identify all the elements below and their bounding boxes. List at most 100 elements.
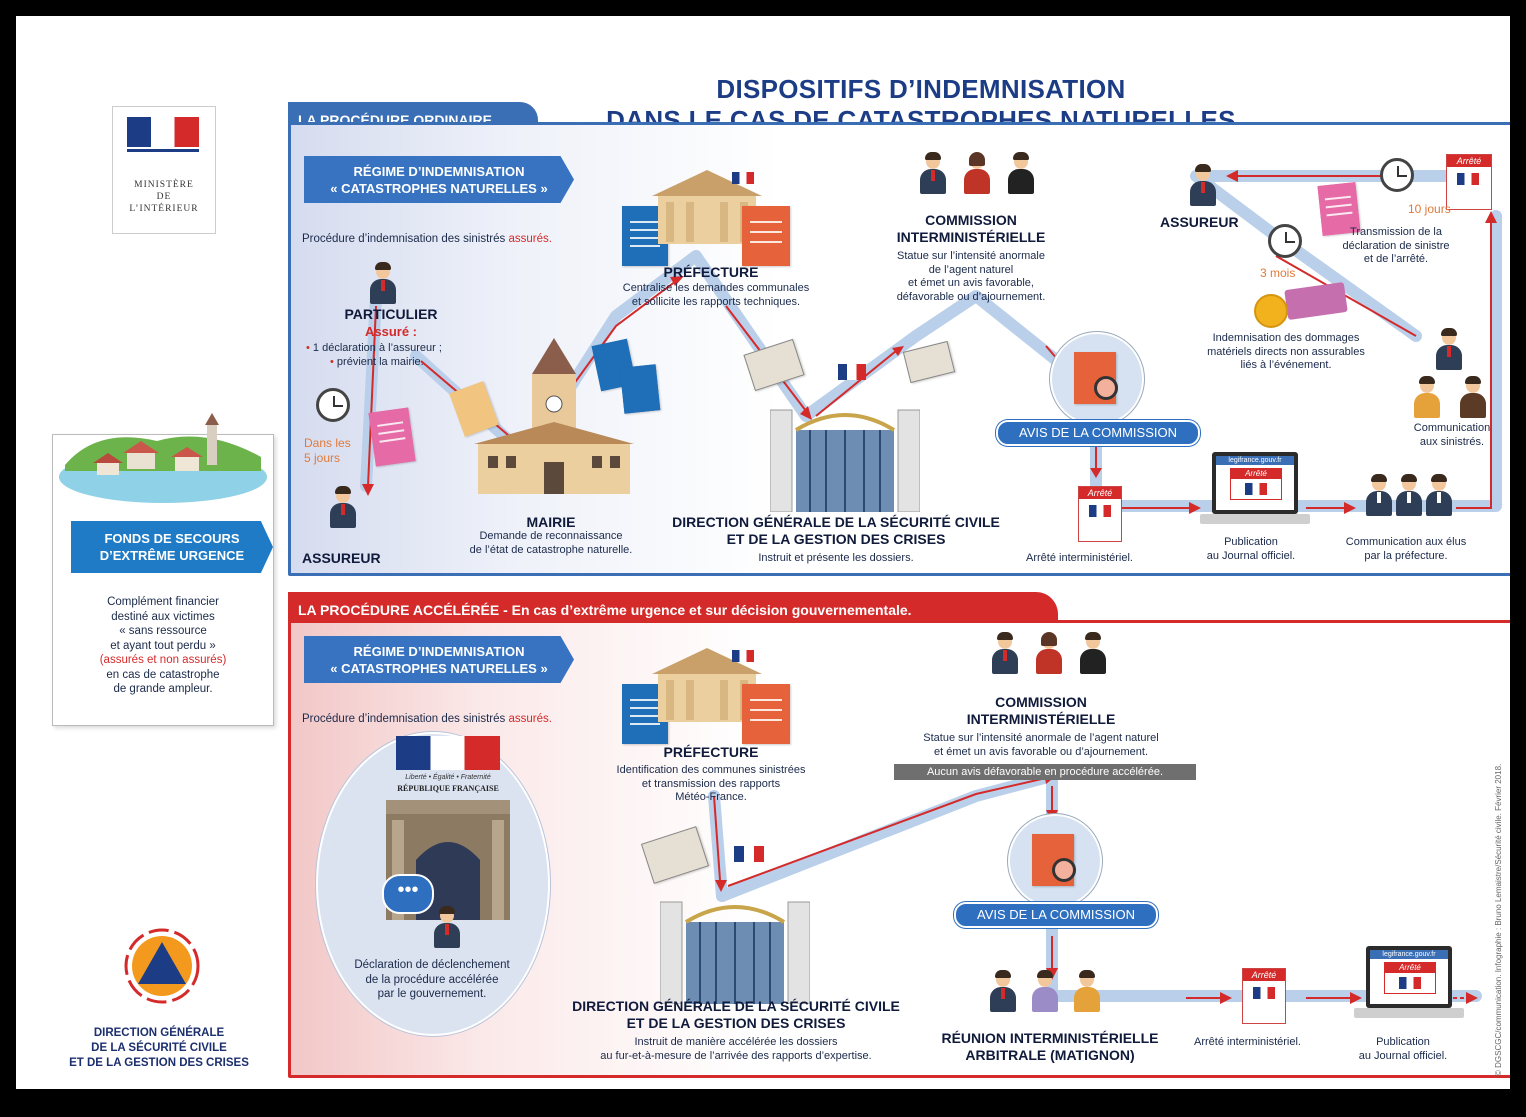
declaration-line2: de la procédure accélérée (365, 973, 499, 986)
prefecture-line1: Centralise les demandes communales (622, 282, 810, 294)
dgscgc-title-line1: DIRECTION GÉNÉRALE DE LA SÉCURITÉ CIVILE (672, 514, 1000, 530)
commission2-note: Aucun avis défavorable en procédure accé… (894, 764, 1196, 780)
commission2-title: COMMISSION INTERMINISTÉRIELLE (956, 694, 1126, 728)
commission-member-icon (1034, 632, 1064, 676)
dgscgc-logo-text: DIRECTION GÉNÉRALE DE LA SÉCURITÉ CIVILE… (44, 1026, 274, 1071)
prefecture-text: Centralise les demandes communales et so… (596, 282, 836, 309)
publication-line2: au Journal officiel. (1206, 549, 1296, 562)
ordinaire-regime-ribbon: RÉGIME D’INDEMNISATION « CATASTROPHES NA… (304, 156, 574, 203)
arrete2-label: Arrêté interministériel. (1194, 1036, 1301, 1048)
rf-label: RÉPUBLIQUE FRANÇAISE (397, 784, 499, 793)
fonds-text-line7: de grande ampleur. (113, 683, 213, 695)
prefecture-title: PRÉFECTURE (663, 264, 759, 280)
ordinaire-procedure-red: assurés. (508, 233, 552, 245)
mairie-building-icon (474, 338, 634, 494)
transmission-line3: et de l’arrêté. (1363, 253, 1429, 265)
published-arrete-title: Arrêté (1231, 469, 1281, 479)
fonds-text-line3: « sans ressource (119, 625, 207, 637)
assureur-right-label: ASSUREUR (1160, 214, 1239, 230)
particulier-bullet-1-text: 1 déclaration à l’assureur ; (312, 342, 442, 354)
flag-icon (1089, 505, 1111, 517)
arrete-document-icon: Arrêté (1446, 154, 1492, 210)
reunion-title: RÉUNION INTERMINISTÉRIELLE ARBITRALE (MA… (920, 1030, 1180, 1064)
dgscgc-title: DIRECTION GÉNÉRALE DE LA SÉCURITÉ CIVILE… (636, 514, 1036, 548)
fonds-ribbon-line1: FONDS DE SECOURS (104, 531, 240, 546)
delay-line2: 5 jours (304, 451, 341, 465)
dgscgc-logo (124, 928, 200, 1004)
gouvernement-person-icon (432, 906, 462, 950)
particulier-bullet-1: • 1 déclaration à l’assureur ; (306, 342, 496, 356)
fonds-secours-box: FONDS DE SECOURS D’EXTRÊME URGENCE Compl… (52, 413, 274, 726)
particulier-assure: Assuré : (364, 324, 418, 339)
dgscgc2-title-line2: ET DE LA GESTION DES CRISES (626, 1015, 846, 1031)
commission-title-line2: INTERMINISTÉRIELLE (896, 229, 1046, 245)
acceleree-procedure-red: assurés. (508, 713, 552, 725)
mairie-title: MAIRIE (526, 514, 576, 530)
ordinaire-avis-badge: AVIS DE LA COMMISSION (996, 420, 1200, 446)
fonds-ribbon-line2: D’EXTRÊME URGENCE (99, 548, 245, 563)
elu-person-icon (1364, 474, 1394, 518)
fonds-ribbon: FONDS DE SECOURS D’EXTRÊME URGENCE (71, 521, 273, 573)
clock-icon (316, 388, 350, 422)
publication2-line2: au Journal officiel. (1358, 1049, 1448, 1062)
ordinaire-procedure-main: Procédure d’indemnisation des sinistrés (302, 233, 506, 245)
flag-icon (1399, 977, 1421, 989)
indemnisation-line3: liés à l’événement. (1240, 359, 1332, 371)
commission2-text-2: et émet un avis favorable ou d’ajourneme… (933, 745, 1149, 758)
communication-sinistres-line1: Communication (1413, 422, 1491, 434)
dgscgc2-title: DIRECTION GÉNÉRALE DE LA SÉCURITÉ CIVILE… (536, 998, 936, 1032)
marianne-flag-icon (396, 736, 500, 770)
ordinaire-procedure-text: Procédure d’indemnisation des sinistrés … (302, 232, 642, 247)
declaration-line3: par le gouvernement. (377, 988, 487, 1000)
flag-icon (838, 364, 866, 380)
marianne-flag-icon (127, 117, 199, 147)
magnifier-icon (1052, 858, 1076, 882)
arrete-doc-title: Arrêté (1079, 487, 1121, 499)
commission2-title-line2: INTERMINISTÉRIELLE (966, 711, 1116, 727)
flag-icon (734, 846, 764, 862)
magnifier-icon (1094, 376, 1118, 400)
dgscgc-logo-line3: ET DE LA GESTION DES CRISES (69, 1057, 249, 1069)
indemnisation-text: Indemnisation des dommages matériels dir… (1176, 332, 1396, 373)
reunion-member-icon (1030, 970, 1060, 1014)
indemnisation-line1: Indemnisation des dommages (1212, 332, 1360, 344)
communication-sinistres-line2: aux sinistrés. (1419, 435, 1485, 448)
transmission-text: Transmission de la déclaration de sinist… (1322, 226, 1470, 267)
mairie-line2: de l’état de catastrophe naturelle. (469, 543, 633, 556)
clock-icon (1380, 158, 1414, 192)
dgscgc-logo-line2: DE LA SÉCURITÉ CIVILE (91, 1042, 227, 1054)
commission2-text: Statue sur l’intensité anormale de l’age… (886, 732, 1196, 759)
legifrance2-label: legifrance.gouv.fr (1382, 951, 1436, 958)
commission-member-icon (1078, 632, 1108, 676)
flag-icon (1253, 987, 1275, 999)
sinistre-person-icon (1412, 376, 1442, 420)
commission-member-icon (990, 632, 1020, 676)
fonds-text: Complément financier destiné aux victime… (53, 595, 273, 697)
acceleree-avis-badge: AVIS DE LA COMMISSION (954, 902, 1158, 928)
dgscgc2-text-1: Instruit de manière accélérée les dossie… (634, 1036, 838, 1048)
flag-icon (1457, 173, 1479, 185)
declaration-line1: Déclaration de déclenchement (354, 959, 510, 971)
arrete-doc-title: Arrêté (1447, 155, 1491, 167)
flag-icon (732, 650, 754, 662)
prefecture-line2: et sollicite les rapports techniques. (631, 295, 801, 308)
mairie-line1: Demande de reconnaissance (479, 530, 623, 542)
commission-member-icon (962, 152, 992, 196)
particulier-bullet-2-text: prévient la mairie. (336, 355, 424, 368)
particulier-bullets: • 1 déclaration à l’assureur ; • prévien… (306, 342, 496, 369)
ordinaire-regime-line1: RÉGIME D’INDEMNISATION (353, 164, 525, 179)
reunion-title-line1: RÉUNION INTERMINISTÉRIELLE (941, 1030, 1159, 1046)
dgscgc-gate-icon (660, 901, 810, 1004)
reunion-title-line2: ARBITRALE (MATIGNON) (965, 1047, 1135, 1063)
commission-text-3: et émet un avis favorable, (908, 277, 1034, 289)
particulier-person-icon (368, 262, 398, 306)
legifrance-label: legifrance.gouv.fr (1228, 457, 1282, 464)
fonds-text-line2: destiné aux victimes (111, 610, 215, 623)
ordinaire-regime-line2: « CATASTROPHES NATURELLES » (330, 181, 548, 196)
arrete-doc-title: Arrêté (1243, 969, 1285, 981)
commission-text-4: défavorable ou d’ajournement. (896, 290, 1046, 303)
reunion-member-icon (988, 970, 1018, 1014)
dgscgc-title-line2: ET DE LA GESTION DES CRISES (726, 531, 946, 547)
assureur-right-person-icon (1188, 164, 1218, 208)
assureur-left-person-icon (328, 486, 358, 530)
